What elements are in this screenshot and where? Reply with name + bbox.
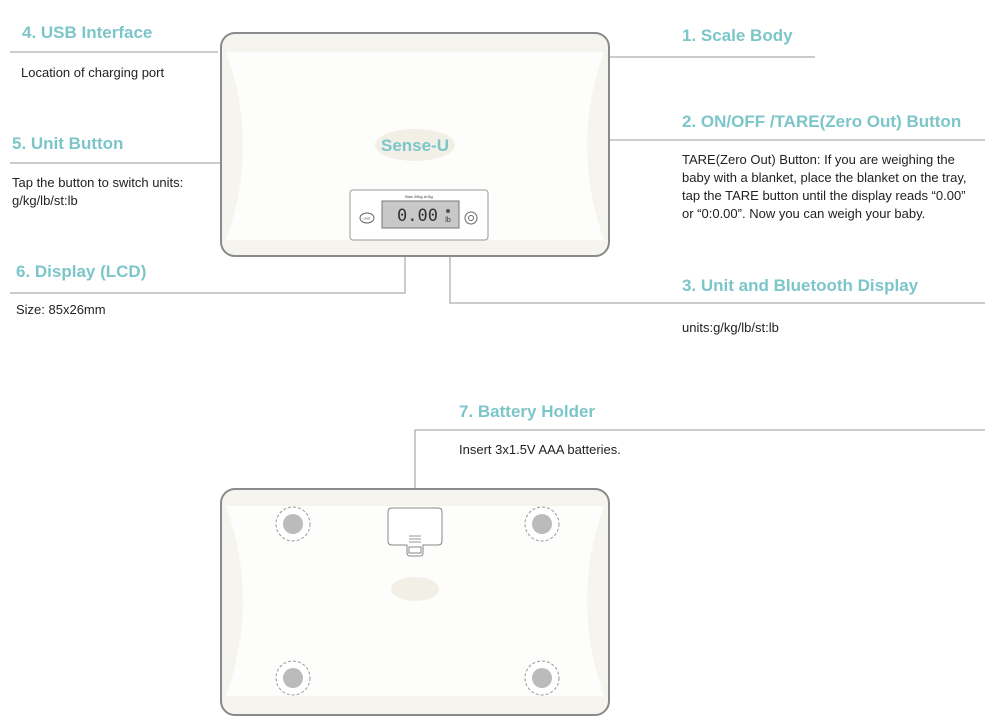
battery-door xyxy=(387,507,443,557)
usb-title: 4. USB Interface xyxy=(22,23,153,42)
unit-button-title: 5. Unit Button xyxy=(12,134,124,153)
scale-top-view: Sense-U Max 20kg d=5g 0.00 lb UNIT xyxy=(220,32,610,257)
scale-bottom-view xyxy=(220,488,610,716)
svg-text:Max 20kg d=5g: Max 20kg d=5g xyxy=(405,194,432,199)
brand-logo: Sense-U xyxy=(381,136,449,155)
unit-display-title: 3. Unit and Bluetooth Display xyxy=(682,276,919,295)
svg-text:UNIT: UNIT xyxy=(364,217,371,221)
unit-button xyxy=(359,212,375,224)
body-title: 1. Scale Body xyxy=(682,26,793,45)
brand-oval xyxy=(375,129,455,161)
battery-desc: Insert 3x1.5V AAA batteries. xyxy=(459,442,621,457)
usb-desc: Location of charging port xyxy=(21,65,165,80)
bluetooth-icon xyxy=(446,209,450,213)
battery-latch-icon xyxy=(409,535,421,543)
svg-text:0.00: 0.00 xyxy=(397,206,438,226)
feet xyxy=(275,506,560,696)
lcd-display xyxy=(381,200,460,229)
display-desc: Size: 85x26mm xyxy=(16,302,106,317)
bottom-oval xyxy=(391,577,439,601)
onoff-title: 2. ON/OFF /TARE(Zero Out) Button xyxy=(682,112,962,131)
svg-text:lb: lb xyxy=(445,217,451,224)
unit-button-desc: Tap the button to switch units: g/kg/lb/… xyxy=(12,175,184,208)
display-title: 6. Display (LCD) xyxy=(16,262,147,281)
unit-display-desc: units:g/kg/lb/st:lb xyxy=(682,320,779,335)
power-icon xyxy=(468,215,474,221)
onoff-desc: TARE(Zero Out) Button: If you are weighi… xyxy=(682,152,967,221)
power-button xyxy=(464,211,478,225)
battery-title: 7. Battery Holder xyxy=(459,402,596,421)
